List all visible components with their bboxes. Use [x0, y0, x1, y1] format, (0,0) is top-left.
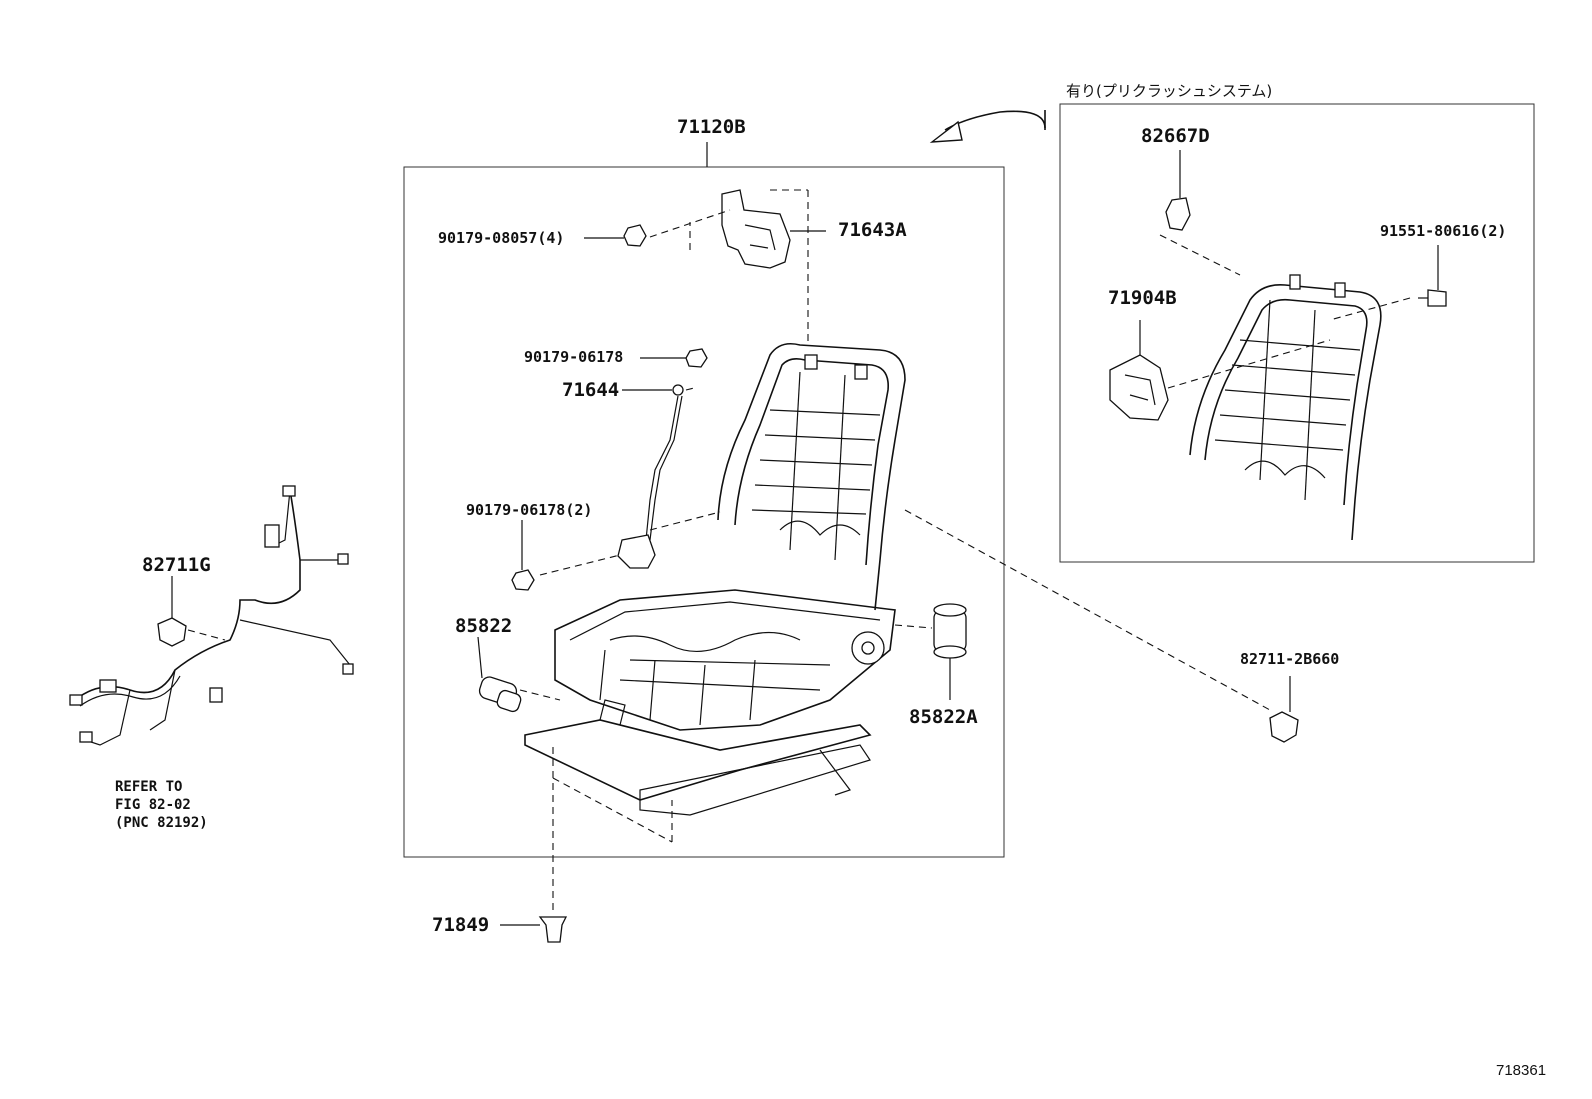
- option-label: 有り(プリクラッシュシステム): [1066, 82, 1273, 100]
- option-arrow: [944, 110, 1046, 131]
- figure-id: 718361: [1496, 1062, 1547, 1079]
- part-label-71849: 71849: [432, 914, 490, 936]
- motor-85822-drawing: [477, 636, 522, 713]
- seat-frame-drawing: [524, 342, 906, 816]
- part-label-71644: 71644: [562, 379, 620, 401]
- reference-line-1: REFER TO: [115, 779, 183, 795]
- clip-82711G-drawing: [157, 576, 187, 647]
- motor-85822A-drawing: [933, 603, 967, 700]
- sensor-82667D-drawing: [1165, 150, 1191, 231]
- wire-harness-drawing: [69, 485, 354, 746]
- part-label-90179-06178-2: 90179-06178(2): [466, 501, 593, 519]
- part-label-82667D: 82667D: [1141, 125, 1210, 147]
- reference-line-2: FIG 82-02: [115, 797, 191, 813]
- reference-line-3: (PNC 82192): [115, 815, 208, 831]
- part-label-90179-06178: 90179-06178: [524, 348, 624, 366]
- part-label-90179-08057: 90179-08057(4): [438, 229, 565, 247]
- part-label-82711G: 82711G: [142, 554, 211, 576]
- part-label-71904B: 71904B: [1108, 287, 1177, 309]
- bracket-71643A-drawing: [721, 189, 826, 269]
- assembly-label: 71120B: [677, 116, 746, 138]
- clip-82711-2B660-drawing: [1269, 676, 1299, 743]
- part-label-71643A: 71643A: [838, 219, 907, 241]
- bracket-71904B-drawing: [1109, 320, 1169, 421]
- part-label-82711-2B660: 82711-2B660: [1240, 650, 1340, 668]
- option-detail-box: [1059, 103, 1535, 563]
- nut-06178-drawing: [640, 348, 708, 368]
- bolt-91551-drawing: [1418, 245, 1447, 307]
- part-label-85822A: 85822A: [909, 706, 978, 728]
- option-seatback-drawing: [1189, 274, 1382, 541]
- cable-71644-drawing: [617, 384, 684, 569]
- part-label-85822: 85822: [455, 615, 513, 637]
- nut-08057-drawing: [584, 224, 647, 247]
- part-label-91551-80616: 91551-80616(2): [1380, 222, 1507, 240]
- reference-note: REFER TO FIG 82-02 (PNC 82192): [115, 778, 208, 832]
- nut-06178-2-drawing: [511, 520, 535, 591]
- assembly-frame-box: [403, 166, 1005, 858]
- pin-71849-drawing: [500, 916, 568, 943]
